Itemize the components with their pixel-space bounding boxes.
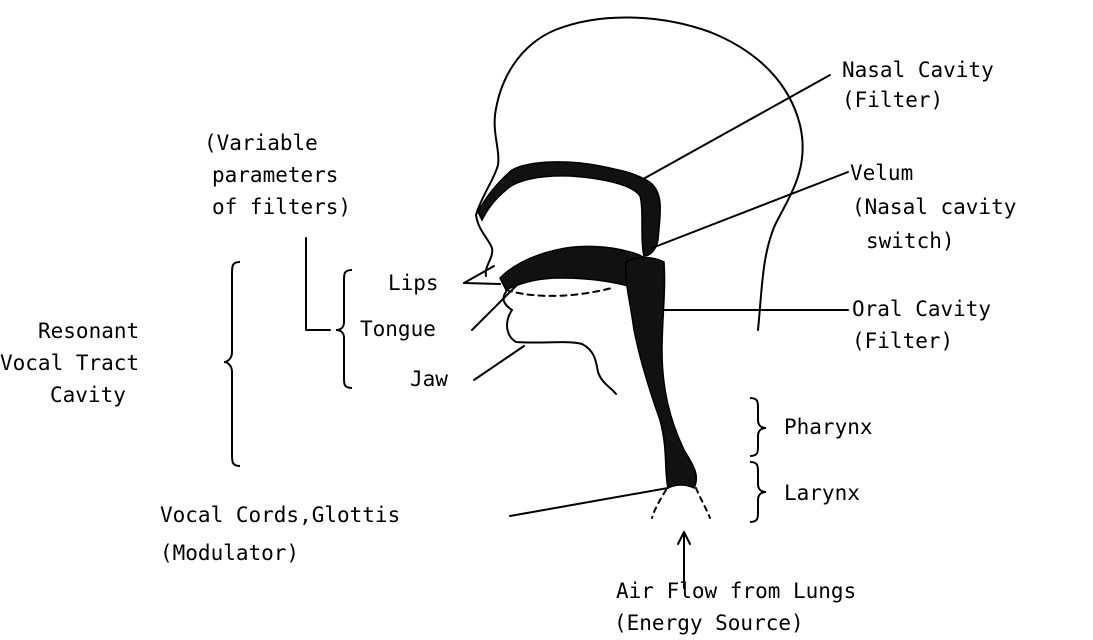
- jaw-dashed-line: [506, 288, 612, 296]
- nasal-cavity-role-label: (Filter): [842, 87, 943, 113]
- glottis-right-flare: [696, 488, 710, 518]
- glottis-left-flare: [652, 490, 666, 518]
- chin-neck-outline: [504, 292, 616, 394]
- oral-cavity-label: Oral Cavity: [852, 296, 991, 322]
- vocal-cords-role-label: (Modulator): [160, 540, 299, 566]
- variable-params-label-2: parameters: [212, 162, 338, 188]
- variable-params-label-3: of filters): [212, 194, 351, 220]
- velum-role-label-1: (Nasal cavity: [852, 194, 1016, 220]
- leader-vocal-cords: [510, 488, 668, 516]
- larynx-label: Larynx: [784, 480, 860, 506]
- variable-params-label-1: (Variable: [204, 130, 318, 156]
- jaw-label: Jaw: [410, 366, 448, 392]
- articulators-brace: [336, 270, 352, 388]
- leader-jaw: [474, 346, 524, 380]
- oral-cavity-role-label: (Filter): [852, 328, 953, 354]
- nasal-cavity-shape: [478, 162, 660, 256]
- variable-params-connector: [306, 238, 330, 330]
- air-flow-role-label: (Energy Source): [614, 610, 804, 636]
- pharynx-larynx-shape: [626, 258, 697, 489]
- face-profile: [476, 215, 492, 276]
- leader-tongue: [472, 284, 518, 330]
- leader-lips-upper: [464, 266, 494, 283]
- nasal-cavity-label: Nasal Cavity: [842, 57, 994, 83]
- vocal-cords-label: Vocal Cords,Glottis: [160, 502, 400, 528]
- resonant-brace: [224, 262, 240, 466]
- velum-label: Velum: [850, 160, 913, 186]
- air-flow-label: Air Flow from Lungs: [616, 578, 856, 604]
- resonant-label-3: Cavity: [50, 382, 126, 408]
- pharynx-brace: [750, 398, 766, 456]
- leader-velum: [652, 172, 848, 248]
- lips-label: Lips: [388, 270, 439, 296]
- resonant-label-1: Resonant: [38, 318, 139, 344]
- velum-role-label-2: switch): [866, 228, 955, 254]
- leader-lips-lower: [464, 283, 500, 284]
- resonant-label-2: Vocal Tract: [0, 350, 139, 376]
- pharynx-label: Pharynx: [784, 414, 873, 440]
- larynx-brace: [750, 462, 766, 522]
- tongue-label: Tongue: [360, 316, 436, 342]
